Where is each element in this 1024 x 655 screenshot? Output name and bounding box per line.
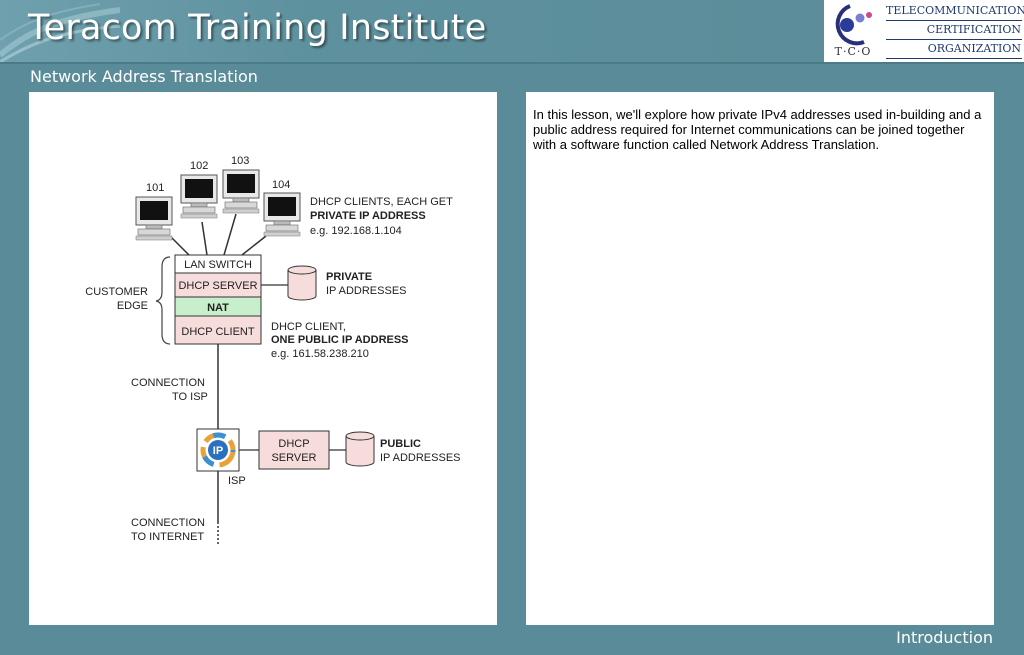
computer-label-101: 101: [146, 182, 164, 194]
isp-dhcp-line2: SERVER: [271, 452, 316, 464]
client-note-line2: ONE PUBLIC IP ADDRESS: [271, 334, 409, 346]
nat-label: NAT: [207, 302, 229, 314]
ip-router-icon: [196, 428, 240, 472]
computer-links: [170, 213, 267, 256]
lan-switch-label: LAN SWITCH: [184, 259, 252, 271]
computer-label-103: 103: [231, 155, 249, 167]
private-db-line1: PRIVATE: [326, 271, 372, 283]
lesson-intro-text: In this lesson, we'll explore how privat…: [533, 107, 982, 152]
tco-logo: T·C·O TELECOMMUNICATIONS CERTIFICATION O…: [824, 0, 1024, 62]
section-label: Introduction: [896, 628, 993, 647]
logo-line-3: ORGANIZATION: [886, 40, 1022, 59]
public-db-line2: IP ADDRESSES: [380, 452, 461, 464]
dhcp-client-label: DHCP CLIENT: [181, 326, 254, 338]
public-database-icon: [345, 431, 375, 467]
computer-102-icon: [180, 174, 218, 219]
nat-diagram: 101 102 103 104 DHCP CLIENTS, EACH GET P…: [85, 155, 461, 544]
connection-internet-line2: TO INTERNET: [131, 531, 204, 543]
logo-line-2: CERTIFICATION: [886, 21, 1022, 40]
customer-edge-brace: [155, 256, 171, 345]
private-db-line2: IP ADDRESSES: [326, 285, 407, 297]
isp-dhcp-line1: DHCP: [278, 438, 309, 450]
header-banner: Teracom Training Institute T·C·O TELECOM…: [0, 0, 1024, 64]
logo-line-1: TELECOMMUNICATIONS: [886, 2, 1024, 21]
clients-note-line3: e.g. 192.168.1.104: [310, 225, 402, 237]
lesson-subtitle: Network Address Translation: [30, 67, 258, 86]
dhcp-server-label: DHCP SERVER: [178, 280, 257, 292]
computer-104-icon: [263, 192, 301, 237]
connection-isp-line1: CONNECTION: [131, 377, 205, 389]
isp-label: ISP: [228, 475, 246, 487]
tco-logo-icon: [835, 4, 872, 46]
clients-note-line2: PRIVATE IP ADDRESS: [310, 210, 426, 222]
client-note-line1: DHCP CLIENT,: [271, 321, 346, 333]
tco-logo-wordmark: TELECOMMUNICATIONS CERTIFICATION ORGANIZ…: [886, 2, 1024, 59]
computer-label-102: 102: [190, 160, 208, 172]
isp-dhcp-server-box: [258, 430, 330, 470]
clients-note-line1: DHCP CLIENTS, EACH GET: [310, 196, 453, 208]
client-note-line3: e.g. 161.58.238.210: [271, 348, 369, 360]
computer-101-icon: [135, 196, 173, 241]
page-title: Teracom Training Institute: [28, 8, 487, 48]
tco-logo-mark-text: T·C·O: [834, 45, 872, 58]
customer-edge-line1: CUSTOMER: [85, 286, 148, 298]
computer-103-icon: [222, 169, 260, 214]
connection-internet-line1: CONNECTION: [131, 517, 205, 529]
public-db-line1: PUBLIC: [380, 438, 421, 450]
diagram-panel: 101 102 103 104 DHCP CLIENTS, EACH GET P…: [29, 92, 497, 625]
lesson-text-panel: In this lesson, we'll explore how privat…: [526, 92, 994, 625]
router-label: IP: [213, 445, 223, 457]
private-database-icon: [287, 265, 317, 301]
computer-label-104: 104: [272, 179, 290, 191]
customer-edge-line2: EDGE: [117, 300, 148, 312]
connection-isp-line2: TO ISP: [172, 391, 208, 403]
banner-swoosh-decoration: [0, 3, 120, 62]
